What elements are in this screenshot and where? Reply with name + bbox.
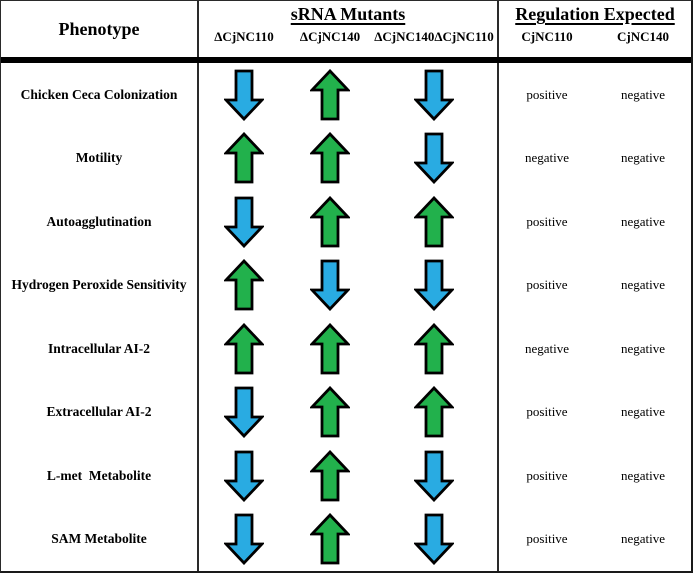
table-row: Chicken Ceca Colonization positive negati…	[1, 63, 691, 127]
down-arrow-icon	[371, 69, 497, 121]
phenotype-label: Chicken Ceca Colonization	[20, 86, 178, 102]
column-header-cjnc110: CjNC110	[521, 29, 573, 44]
phenotype-label: Intracellular AI-2	[47, 340, 151, 356]
down-arrow-icon	[199, 513, 289, 566]
regulation-values: positive negative	[499, 381, 691, 445]
up-arrow-icon	[289, 132, 371, 184]
mutant-arrows	[197, 126, 499, 190]
table-row: Motility negative negative	[1, 126, 691, 191]
regulation-subheaders: CjNC110 CjNC140	[499, 29, 691, 45]
mutant-arrows	[197, 317, 499, 381]
down-arrow-icon	[199, 196, 289, 248]
regulation-values: positive negative	[499, 63, 691, 127]
regulation-value: negative	[620, 404, 666, 420]
regulation-value: negative	[524, 150, 570, 166]
up-arrow-icon	[371, 322, 497, 375]
regulation-values: positive negative	[499, 444, 691, 508]
table-row: L-met Metabolite positive negative	[1, 444, 691, 508]
phenotype-cell: Intracellular AI-2	[1, 317, 197, 381]
regulation-value: positive	[526, 531, 568, 547]
srna-subheaders: ΔCjNC110 ΔCjNC140 ΔCjNC140ΔCjNC110	[199, 29, 497, 45]
down-arrow-icon	[371, 132, 497, 185]
column-header-delta-cjnc140-delta-cjnc110: ΔCjNC140ΔCjNC110	[374, 29, 494, 44]
up-arrow-icon	[199, 322, 289, 375]
mutant-arrows	[197, 253, 499, 317]
column-header-phenotype: Phenotype	[1, 1, 197, 57]
table-row: Hydrogen Peroxide Sensitivity positive ne…	[1, 253, 691, 318]
table-body: Chicken Ceca Colonization positive negati…	[1, 63, 691, 571]
mutant-arrows	[197, 63, 499, 127]
up-arrow-icon	[371, 195, 497, 248]
mutant-arrows	[197, 380, 499, 444]
phenotype-label: L-met Metabolite	[46, 467, 152, 483]
up-arrow-icon	[289, 322, 371, 375]
down-arrow-icon	[199, 386, 289, 439]
up-arrow-icon	[289, 195, 371, 248]
phenotype-label: Motility	[75, 150, 123, 166]
up-arrow-icon	[199, 132, 289, 184]
table-row: SAM Metabolite positive negative	[1, 507, 691, 572]
phenotype-cell: Chicken Ceca Colonization	[1, 63, 197, 127]
regulation-values: positive negative	[499, 254, 691, 318]
regulation-value: negative	[620, 340, 666, 356]
regulation-value: positive	[526, 404, 568, 420]
phenotype-cell: Extracellular AI-2	[1, 381, 197, 445]
regulation-value: negative	[620, 213, 666, 229]
mutant-arrows	[197, 507, 499, 571]
table-row: Autoagglutination positive negative	[1, 190, 691, 254]
mutant-arrows	[197, 190, 499, 254]
phenotype-cell: L-met Metabolite	[1, 444, 197, 508]
regulation-value: positive	[526, 467, 568, 483]
regulation-value: negative	[620, 86, 666, 102]
phenotype-cell: Autoagglutination	[1, 190, 197, 254]
srna-mutants-title: sRNA Mutants	[290, 4, 406, 24]
regulation-expected-title: Regulation Expected	[515, 4, 675, 24]
up-arrow-icon	[289, 68, 371, 121]
up-arrow-icon	[289, 386, 371, 438]
regulation-value: negative	[620, 467, 666, 483]
table-row: Extracellular AI-2 positive negative	[1, 380, 691, 445]
regulation-value: positive	[526, 86, 568, 102]
phenotype-label: Extracellular AI-2	[46, 404, 152, 420]
up-arrow-icon	[289, 513, 371, 565]
phenotype-header-label: Phenotype	[58, 18, 140, 39]
phenotype-cell: SAM Metabolite	[1, 508, 197, 572]
down-arrow-icon	[371, 450, 497, 502]
up-arrow-icon	[371, 386, 497, 438]
regulation-values: negative negative	[499, 317, 691, 381]
up-arrow-icon	[199, 259, 289, 311]
down-arrow-icon	[199, 69, 289, 121]
column-group-regulation-expected: Regulation Expected CjNC110 CjNC140	[499, 1, 691, 57]
column-header-delta-cjnc110: ΔCjNC110	[214, 29, 274, 44]
phenotype-cell: Motility	[1, 127, 197, 191]
down-arrow-icon	[289, 259, 371, 312]
up-arrow-icon	[289, 449, 371, 502]
table-row: Intracellular AI-2 negative negative	[1, 317, 691, 381]
regulation-values: positive negative	[499, 508, 691, 572]
table-header: Phenotype sRNA Mutants ΔCjNC110 ΔCjNC140…	[1, 1, 691, 63]
phenotype-label: Hydrogen Peroxide Sensitivity	[11, 277, 187, 293]
phenotype-cell: Hydrogen Peroxide Sensitivity	[1, 254, 197, 318]
regulation-value: positive	[526, 277, 568, 293]
regulation-value: negative	[620, 150, 666, 166]
regulation-values: negative negative	[499, 127, 691, 191]
down-arrow-icon	[371, 259, 497, 312]
regulation-value: negative	[620, 531, 666, 547]
regulation-value: negative	[524, 340, 570, 356]
regulation-values: positive negative	[499, 190, 691, 254]
column-header-delta-cjnc140: ΔCjNC140	[299, 29, 361, 44]
column-group-srna-mutants: sRNA Mutants ΔCjNC110 ΔCjNC140 ΔCjNC140Δ…	[197, 1, 499, 57]
mutant-arrows	[197, 444, 499, 508]
column-header-cjnc140: CjNC140	[617, 29, 669, 44]
down-arrow-icon	[371, 513, 497, 566]
phenotype-label: Autoagglutination	[46, 213, 152, 229]
regulation-value: negative	[620, 277, 666, 293]
phenotype-label: SAM Metabolite	[51, 531, 147, 547]
down-arrow-icon	[199, 450, 289, 502]
regulation-value: positive	[526, 213, 568, 229]
